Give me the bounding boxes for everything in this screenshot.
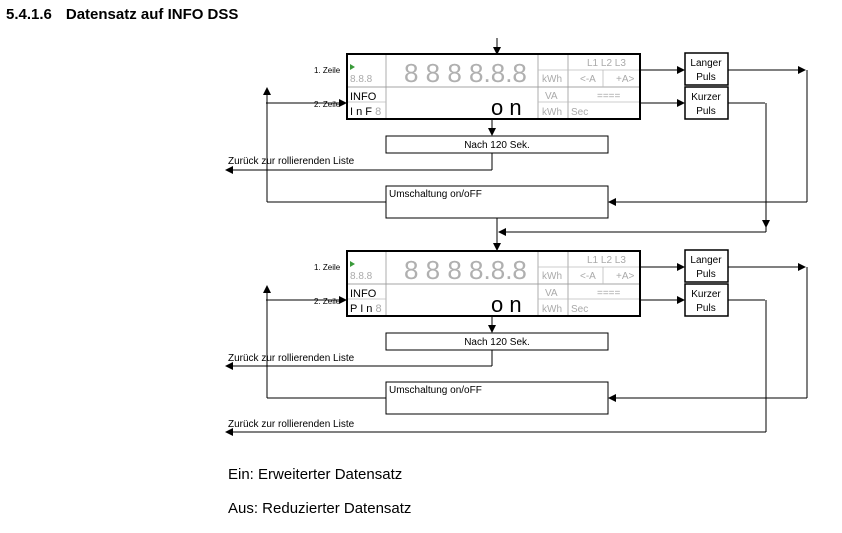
plus-a-label: +A> — [616, 271, 635, 282]
value-text: o n — [491, 292, 522, 317]
value-text: o n — [491, 95, 522, 120]
line2-label: 2. Zeile — [314, 297, 341, 306]
timeout-box: Nach 120 Sek. — [385, 135, 609, 154]
svg-text:Puls: Puls — [696, 269, 715, 280]
kwh-label: kWh — [542, 271, 562, 282]
green-indicator-icon — [350, 261, 355, 267]
long-press-button[interactable]: Langer Puls — [684, 249, 729, 283]
kwh2-label: kWh — [542, 107, 562, 118]
minus-a-label: <-A — [580, 74, 596, 85]
sec-label: Sec — [571, 304, 588, 315]
svg-text:Langer: Langer — [690, 255, 722, 266]
svg-text:Langer: Langer — [690, 58, 722, 69]
display-panel: 8.8.8 8 8 8 8.8.8 INFO I n F 8 o n L1 L2… — [346, 53, 641, 120]
section-heading: 5.4.1.6 Datensatz auf INFO DSS — [6, 6, 238, 23]
va-label: VA — [545, 288, 558, 299]
line2-text: I n F 8 — [350, 106, 381, 118]
va-label: VA — [545, 91, 558, 102]
svg-text:Kurzer: Kurzer — [691, 92, 721, 103]
back-label: Zurück zur rollierenden Liste — [228, 419, 355, 430]
svg-text:Puls: Puls — [696, 303, 715, 314]
svg-text:Nach 120 Sek.: Nach 120 Sek. — [464, 337, 530, 348]
green-indicator-icon — [350, 64, 355, 70]
section-number: 5.4.1.6 — [6, 6, 52, 23]
flow-block-2: 1. Zeile 2. Zeile 8.8.8 8 8 8 8.8.8 INFO… — [225, 249, 808, 436]
short-press-button[interactable]: Kurzer Puls — [684, 283, 729, 317]
flow-block-1: 1. Zeile 2. Zeile 8.8.8 8 8 8 8.8.8 INFO… — [225, 38, 808, 228]
sec-label: Sec — [571, 107, 588, 118]
svg-text:Nach 120 Sek.: Nach 120 Sek. — [464, 140, 530, 151]
section-title: Datensatz auf INFO DSS — [65, 6, 239, 23]
display-panel: 8.8.8 8 8 8 8.8.8 INFO P I n 8 o n L1 L2… — [346, 250, 641, 317]
info-text: INFO — [350, 91, 377, 103]
small-digits: 8.8.8 — [350, 74, 373, 85]
info-text: INFO — [350, 288, 377, 300]
svg-text:Kurzer: Kurzer — [691, 289, 721, 300]
minus-a-label: <-A — [580, 271, 596, 282]
big-digits: 8 8 8 8.8.8 — [404, 255, 527, 285]
line1-label: 1. Zeile — [314, 66, 341, 75]
caption-on: Ein: Erweiterter Datensatz — [228, 466, 403, 483]
big-digits: 8 8 8 8.8.8 — [404, 58, 527, 88]
short-press-button[interactable]: Kurzer Puls — [684, 86, 729, 120]
line1-label: 1. Zeile — [314, 263, 341, 272]
equal-label: ==== — [597, 91, 621, 102]
switch-box: Umschaltung on/oFF — [385, 185, 609, 219]
line2-text: P I n 8 — [350, 303, 382, 315]
timeout-box: Nach 120 Sek. — [385, 332, 609, 351]
svg-text:Umschaltung on/oFF: Umschaltung on/oFF — [389, 385, 482, 396]
svg-text:Puls: Puls — [696, 106, 715, 117]
small-digits: 8.8.8 — [350, 271, 373, 282]
switch-box: Umschaltung on/oFF — [385, 381, 609, 415]
back-label: Zurück zur rollierenden Liste — [228, 156, 355, 167]
plus-a-label: +A> — [616, 74, 635, 85]
line2-label: 2. Zeile — [314, 100, 341, 109]
kwh-label: kWh — [542, 74, 562, 85]
long-press-button[interactable]: Langer Puls — [684, 52, 729, 86]
svg-text:Puls: Puls — [696, 72, 715, 83]
back-label: Zurück zur rollierenden Liste — [228, 353, 355, 364]
equal-label: ==== — [597, 288, 621, 299]
phase-label: L1 L2 L3 — [587, 58, 626, 69]
caption-off: Aus: Reduzierter Datensatz — [228, 500, 412, 517]
kwh2-label: kWh — [542, 304, 562, 315]
phase-label: L1 L2 L3 — [587, 255, 626, 266]
svg-text:Umschaltung on/oFF: Umschaltung on/oFF — [389, 189, 482, 200]
